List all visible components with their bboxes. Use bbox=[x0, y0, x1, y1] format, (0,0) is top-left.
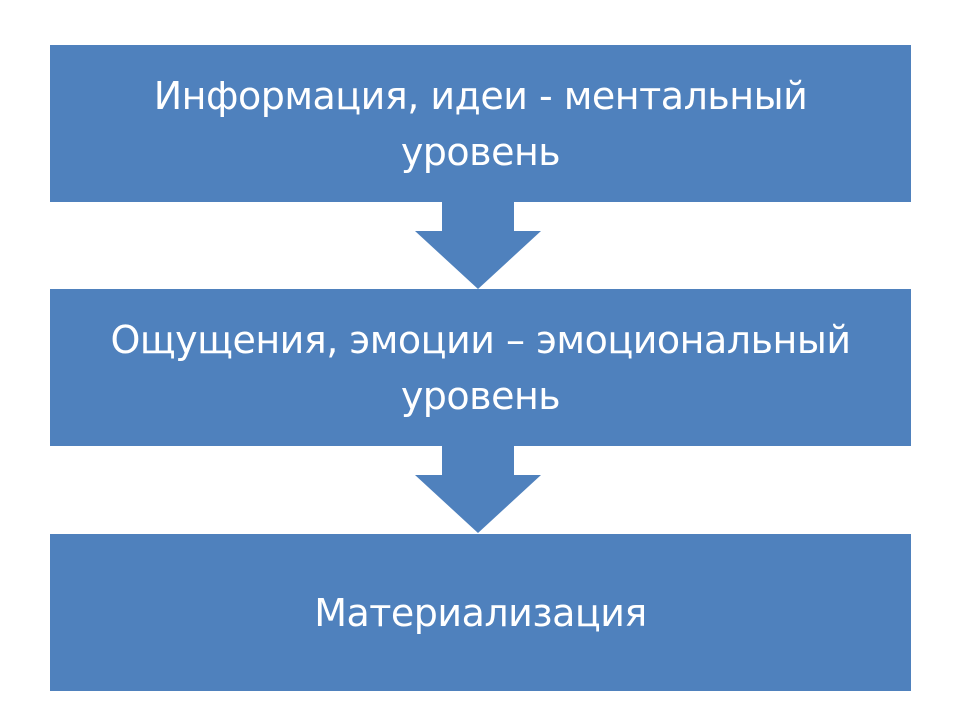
down-arrow-2 bbox=[415, 444, 541, 533]
step-label-materialization: Материализация bbox=[314, 590, 647, 635]
down-arrow-1 bbox=[415, 200, 541, 289]
step-label-mental: Информация, идеи - ментальный уровень bbox=[153, 73, 808, 174]
step-box-materialization: Материализация bbox=[50, 534, 911, 691]
step-label-emotional: Ощущения, эмоции – эмоциональный уровень bbox=[110, 317, 851, 418]
step-box-emotional: Ощущения, эмоции – эмоциональный уровень bbox=[50, 289, 911, 446]
step-box-mental: Информация, идеи - ментальный уровень bbox=[50, 45, 911, 202]
